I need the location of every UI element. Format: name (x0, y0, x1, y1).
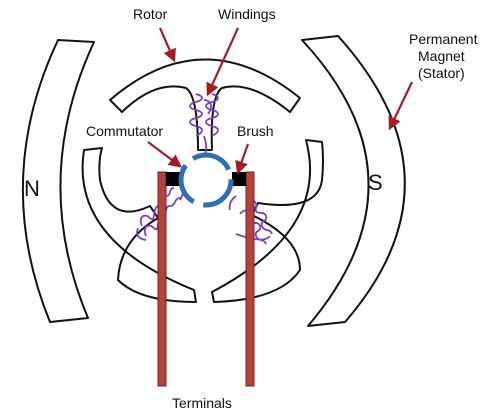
brush-left (166, 172, 180, 186)
permanent-magnet-label-line1: Permanent (409, 31, 478, 47)
north-pole-label: N (24, 176, 40, 201)
north-magnet (21, 39, 95, 323)
terminal-left (157, 171, 167, 387)
commutator-arrow (147, 141, 183, 168)
brush-label: Brush (237, 123, 274, 139)
commutator-body (178, 152, 234, 208)
rotor-arm-left (81, 147, 197, 303)
permanent-magnet-label-line2: Magnet (418, 48, 465, 64)
magnet-arrow (388, 81, 413, 131)
south-pole-label: S (368, 170, 383, 195)
windings-label: Windings (218, 6, 276, 22)
permanent-magnet-label-line3: (Stator) (418, 65, 465, 81)
rotor-arm-top (109, 58, 301, 151)
rotor-arm-right (211, 139, 324, 303)
brush-arrow (235, 143, 250, 175)
commutator-label: Commutator (86, 123, 163, 139)
windings-arrow (206, 27, 240, 97)
winding-top (189, 93, 219, 159)
winding-right (228, 195, 273, 245)
terminals-label: Terminals (172, 395, 232, 411)
terminal-right (245, 171, 255, 387)
rotor-label: Rotor (133, 6, 168, 22)
brush-right (232, 172, 246, 186)
rotor-arrow (158, 27, 176, 63)
